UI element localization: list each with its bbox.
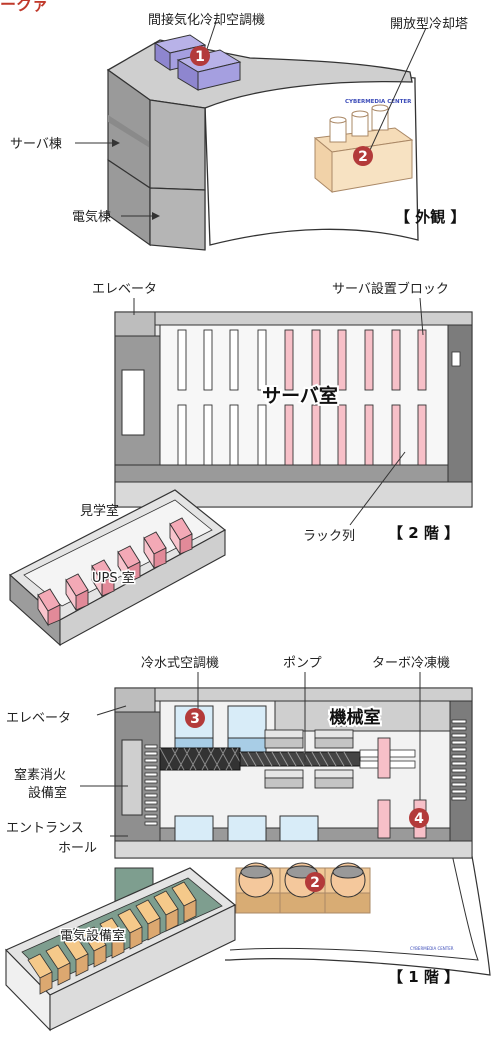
floor1-plan: CYBERMEDIA CENTER [4, 655, 491, 1032]
server-rack-row [284, 329, 294, 391]
label-ups: UPS 室 [92, 570, 135, 586]
exterior-view: CYBERMEDIA CENTER 1 2 間接気化冷却空調機 開放型冷却塔 サ… [10, 12, 468, 251]
label-turbo-chiller: ターボ冷凍機 [372, 655, 450, 671]
badge-4 [409, 808, 429, 828]
label-entrance-line1: エントランス [6, 821, 84, 836]
server-room-title: サーバ室 [262, 384, 338, 407]
label-elevator-2f: エレベータ [92, 282, 157, 297]
caption-1f: 【 1 階 】 [388, 968, 459, 986]
badge-3 [185, 708, 205, 728]
svg-text:1: 1 [195, 49, 205, 65]
svg-text:2: 2 [358, 149, 368, 165]
label-chiller-ac: 冷水式空調機 [141, 656, 219, 671]
badge-2 [353, 146, 373, 166]
label-electric-room: 電気設備室 [60, 928, 125, 944]
label-rack-row: ラック列 [303, 529, 355, 544]
label-pump: ポンプ [283, 656, 322, 671]
pump [264, 729, 304, 739]
label-server-building: サーバ棟 [10, 137, 62, 152]
svg-text:3: 3 [190, 711, 200, 727]
open-cooling-tower [331, 139, 413, 193]
caption-exterior: 【 外観 】 [395, 208, 465, 226]
label-electric-building: 電気棟 [72, 209, 111, 225]
label-indirect-cooling: 間接気化冷却空調機 [148, 12, 265, 28]
svg-text:2: 2 [310, 875, 320, 891]
label-nitrogen-room-line1: 窒素消火 [14, 767, 66, 783]
elevator-1f [114, 687, 156, 713]
svg-text:4: 4 [414, 811, 424, 827]
badge-2-1f [305, 872, 325, 892]
header-fragment: ークァ [0, 0, 48, 14]
building-sign: CYBERMEDIA CENTER [345, 99, 412, 105]
cooling-tower-1f [235, 862, 371, 914]
label-nitrogen-room-line2: 設備室 [28, 785, 67, 801]
label-open-tower: 開放型冷却塔 [390, 17, 468, 32]
elevator-2f [114, 311, 156, 337]
badge-1 [190, 46, 210, 66]
floor2-plan: サーバ室 エレベータ サーバ設置ブロック 見学室 UPS 室 ラック列 【 2 … [8, 281, 473, 647]
label-server-block: サーバ設置ブロック [332, 281, 449, 297]
machine-room-title: 機械室 [330, 707, 381, 728]
building-sign-1f: CYBERMEDIA CENTER [410, 946, 454, 951]
turbo-chiller [377, 737, 391, 779]
label-elevator-1f: エレベータ [6, 711, 71, 726]
label-observation: 見学室 [80, 503, 119, 519]
caption-2f: 【 2 階 】 [388, 524, 459, 542]
label-entrance-line2: ホール [58, 841, 97, 856]
